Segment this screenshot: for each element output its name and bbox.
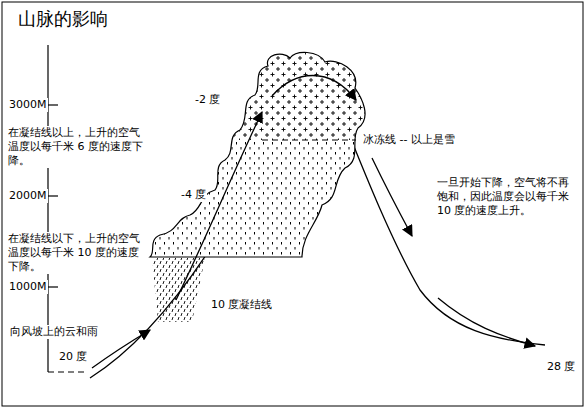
axis-label: 1000M <box>8 280 48 294</box>
temperature-label: 20 度 <box>58 350 89 364</box>
temperature-label: 28 度 <box>546 360 577 374</box>
slope-note: 向风坡上的云和雨 <box>9 325 99 339</box>
temperature-label: -2 度 <box>194 93 221 107</box>
axis-label: 2000M <box>8 189 48 203</box>
rate-note: 在凝结线以上，上升的空气温度以每千米 6 度的速度下降。 <box>7 126 147 168</box>
line-label: 冰冻线 -- 以上是雪 <box>362 133 456 147</box>
line-label: 10 度凝结线 <box>210 298 274 312</box>
axis-label: 3000M <box>8 98 48 112</box>
descent-note: 一旦开始下降，空气将不再饱和，因此温度会以每千米 10 度的速度上升。 <box>436 176 576 218</box>
temperature-label: -4 度 <box>180 188 207 202</box>
rate-note: 在凝结线以下，上升的空气温度以每千米 10 度的速度下降。 <box>7 232 147 274</box>
diagram-title: 山脉的影响 <box>18 8 108 30</box>
